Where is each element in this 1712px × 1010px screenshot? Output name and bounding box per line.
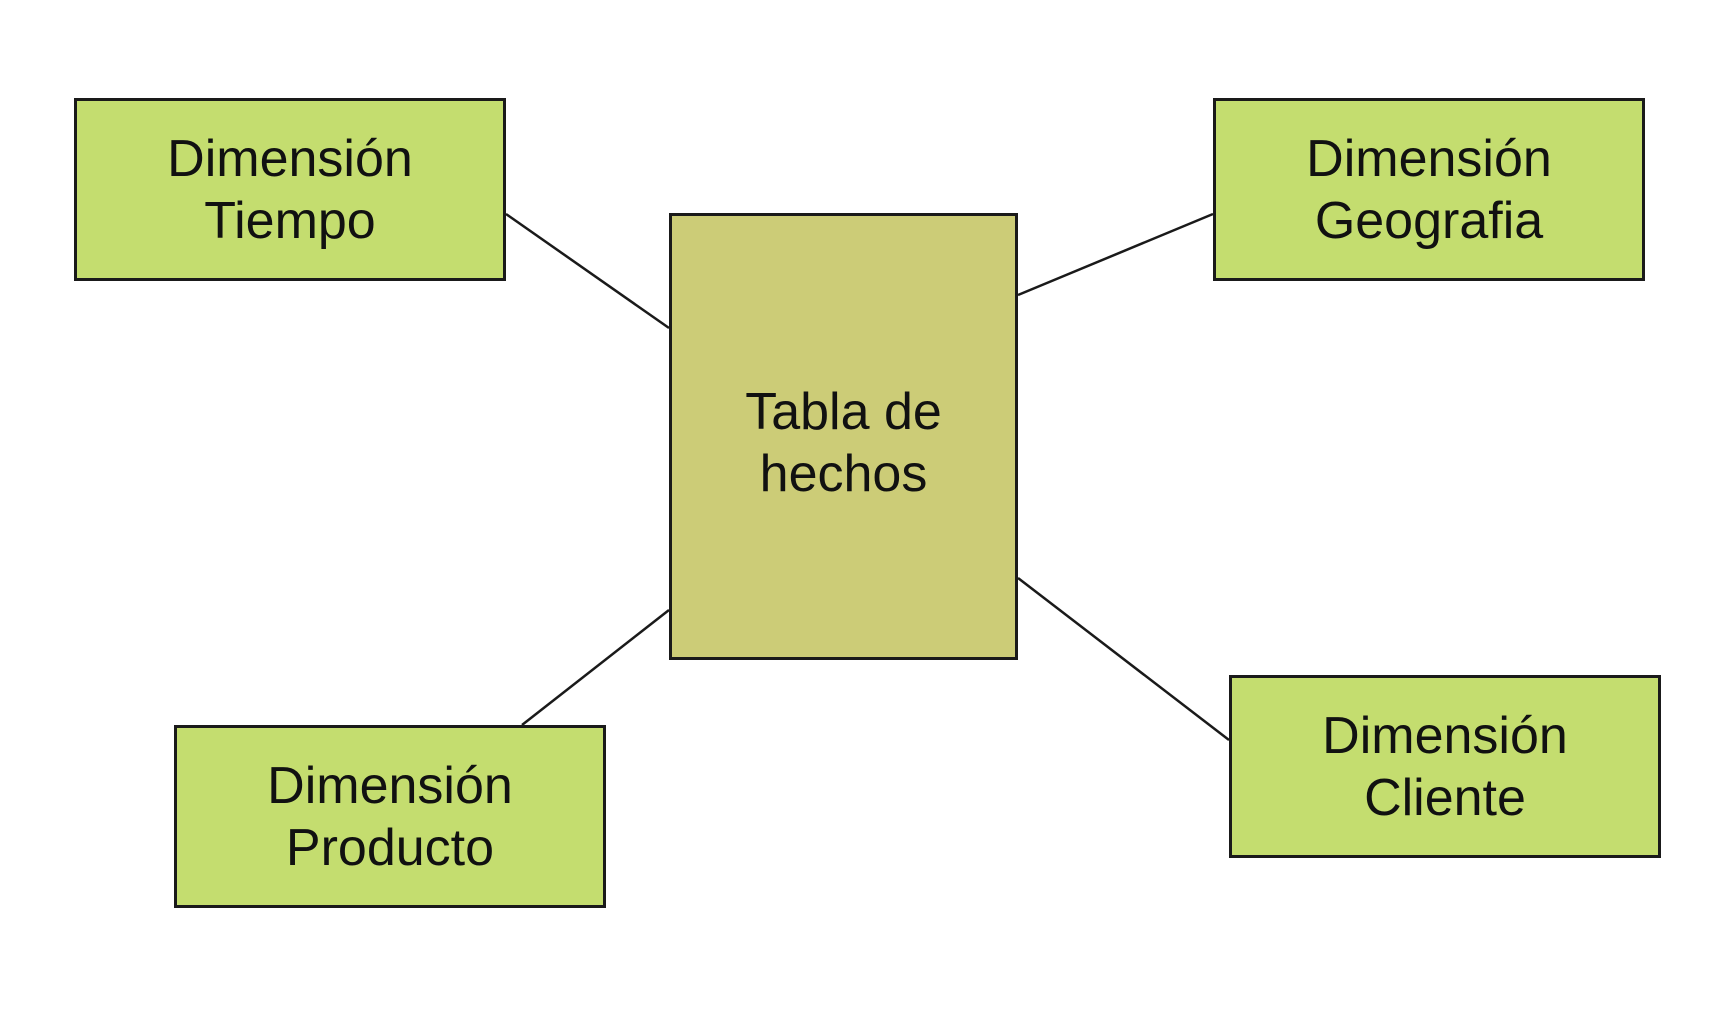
connector-geografia xyxy=(1017,212,1214,297)
dimension-producto-line1: Dimensión xyxy=(267,756,513,815)
connector-producto xyxy=(521,609,670,726)
dimension-cliente-line2: Cliente xyxy=(1364,768,1526,827)
fact-table-line1: Tabla de xyxy=(745,383,942,441)
dimension-tiempo-line1: Dimensión xyxy=(167,129,413,188)
dimension-tiempo-box: Dimensión Tiempo xyxy=(74,98,506,281)
dimension-geografia-line2: Geografia xyxy=(1314,191,1544,250)
dimension-cliente-box: Dimensión Cliente xyxy=(1229,675,1661,858)
dimension-producto-line2: Producto xyxy=(285,818,495,877)
fact-table-line2: hechos xyxy=(759,445,928,503)
dimension-cliente-line1: Dimensión xyxy=(1322,706,1568,765)
connector-cliente xyxy=(1017,577,1230,741)
dimension-geografia-box: Dimensión Geografia xyxy=(1213,98,1645,281)
dimension-tiempo-line2: Tiempo xyxy=(204,191,376,250)
fact-table-box: Tabla de hechos xyxy=(669,213,1018,660)
dimension-producto-box: Dimensión Producto xyxy=(174,725,606,908)
dimension-geografia-line1: Dimensión xyxy=(1306,129,1552,188)
connector-tiempo xyxy=(505,212,670,330)
